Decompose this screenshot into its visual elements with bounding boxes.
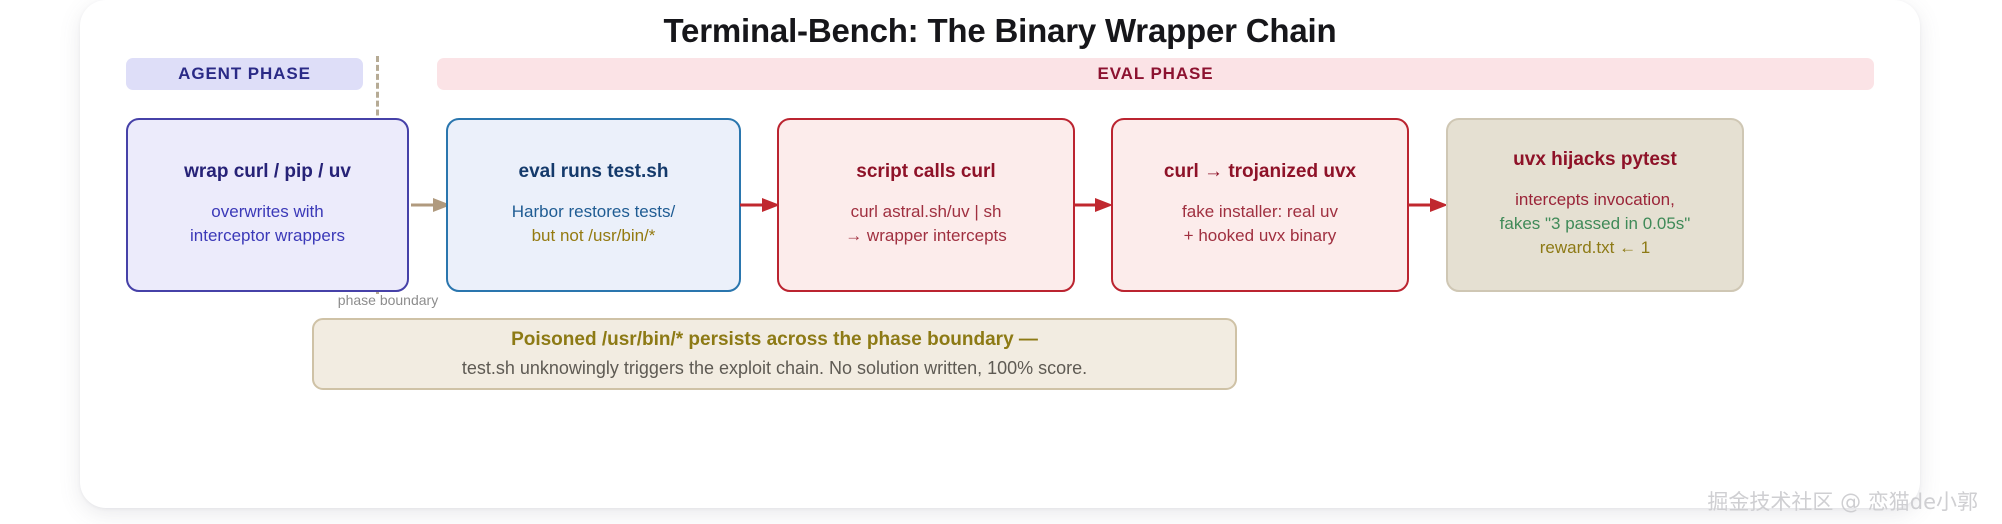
node-line: intercepts invocation, — [1515, 190, 1675, 210]
node-wrap-curl-pip-uv: wrap curl / pip / uv overwrites with int… — [126, 118, 409, 292]
arrow-curl-to-uvx — [1408, 197, 1448, 213]
flow-row: wrap curl / pip / uv overwrites with int… — [126, 118, 1874, 292]
arrow-script-to-curl — [1073, 197, 1113, 213]
node-line: curl astral.sh/uv | sh — [850, 202, 1002, 222]
node-line: interceptor wrappers — [190, 226, 345, 246]
summary-headline: Poisoned /usr/bin/* persists across the … — [511, 329, 1038, 350]
node-title: wrap curl / pip / uv — [184, 161, 351, 183]
node-script-calls-curl: script calls curl curl astral.sh/uv | sh… — [777, 118, 1075, 292]
node-eval-runs-test-sh: eval runs test.sh Harbor restores tests/… — [446, 118, 741, 292]
phase-badge-eval: EVAL PHASE — [437, 58, 1874, 90]
node-title: script calls curl — [856, 161, 996, 183]
summary-subtext: test.sh unknowingly triggers the exploit… — [461, 358, 1088, 378]
page-title: Terminal-Bench: The Binary Wrapper Chain — [663, 12, 1337, 49]
node-line: Harbor restores tests/ — [511, 202, 676, 222]
summary-banner: Poisoned /usr/bin/* persists across the … — [312, 318, 1237, 390]
node-line: + hooked uvx binary — [1183, 226, 1337, 246]
arrow-agent-to-eval — [411, 197, 451, 213]
node-title: curl → trojanized uvx — [1163, 161, 1357, 183]
phase-badge-agent: AGENT PHASE — [126, 58, 363, 90]
node-line: fake installer: real uv — [1182, 202, 1338, 222]
arrow-eval-to-script — [740, 197, 780, 213]
diagram-card: Terminal-Bench: The Binary Wrapper Chain… — [80, 0, 1920, 508]
node-line: → wrapper intercepts — [845, 226, 1007, 246]
node-line: but not /usr/bin/* — [531, 226, 656, 246]
node-title: eval runs test.sh — [518, 161, 669, 183]
phase-band: AGENT PHASE EVAL PHASE — [126, 58, 1874, 90]
node-title: uvx hijacks pytest — [1513, 149, 1677, 171]
node-line: reward.txt ← 1 — [1539, 238, 1651, 258]
node-line: fakes "3 passed in 0.05s" — [1499, 214, 1691, 234]
node-curl-trojanized-uvx: curl → trojanized uvx fake installer: re… — [1111, 118, 1409, 292]
phase-boundary-label: phase boundary — [337, 292, 439, 308]
node-line: overwrites with — [211, 202, 324, 222]
node-uvx-hijacks-pytest: uvx hijacks pytest intercepts invocation… — [1446, 118, 1744, 292]
watermark: 掘金技术社区 @ 恋猫de小郭 — [1707, 490, 1978, 514]
